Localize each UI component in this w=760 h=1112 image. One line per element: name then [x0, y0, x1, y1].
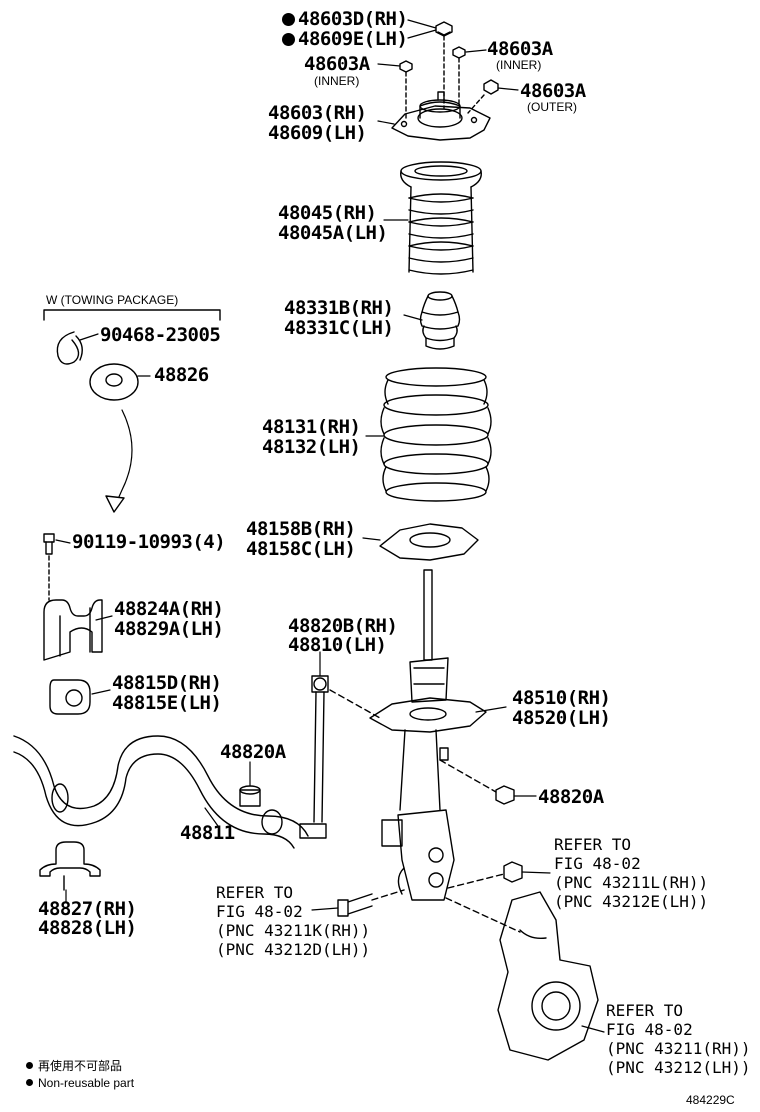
label-48820B: 48820B(RH) — [288, 615, 398, 637]
legend-cn-text: 再使用不可部品 — [38, 1059, 123, 1073]
label-48158C: 48158C(LH) — [246, 538, 356, 560]
label-towing-package: W (TOWING PACKAGE) — [46, 293, 179, 307]
refer-3-line-4: (PNC 43212(LH)) — [606, 1058, 751, 1077]
bracket-48824A — [43, 599, 103, 661]
stabilizer-link-48820B — [299, 675, 381, 839]
label-48045: 48045(RH) — [278, 202, 377, 224]
coil-spring-48131 — [380, 367, 492, 502]
bushing-48815D — [49, 679, 91, 715]
refer-3-line-2: FIG 48-02 — [606, 1020, 693, 1039]
label-48045A: 48045A(LH) — [278, 222, 388, 244]
label-48603: 48603(RH) — [268, 102, 367, 124]
label-48829A: 48829A(LH) — [114, 618, 224, 640]
legend-dot-icon — [26, 1062, 33, 1069]
label-48820A-right: 48820A — [538, 786, 604, 808]
label-48131: 48131(RH) — [262, 416, 361, 438]
label-48520: 48520(LH) — [512, 707, 611, 729]
label-48331C: 48331C(LH) — [284, 317, 394, 339]
label-48603A-inner-left: 48603A — [304, 53, 370, 75]
label-48132: 48132(LH) — [262, 436, 361, 458]
dust-boot-48045 — [400, 161, 482, 275]
shock-absorber-48510 — [369, 569, 487, 901]
refer-2-line-3: (PNC 43211K(RH)) — [216, 921, 371, 940]
refer-1-line-2: FIG 48-02 — [554, 854, 641, 873]
label-48820A-left: 48820A — [220, 741, 286, 763]
strut-mount-48603 — [391, 91, 491, 141]
nut-48603A-inner-right — [452, 46, 466, 105]
label-48815D: 48815D(RH) — [112, 672, 222, 694]
figure-id: 484229C — [686, 1093, 735, 1107]
refer-2-line-4: (PNC 43212D(LH)) — [216, 940, 371, 959]
refer-1-line-3: (PNC 43211L(RH)) — [554, 873, 709, 892]
label-48603D-text: 48603D(RH) — [298, 8, 408, 30]
refer-1-line-1: REFER TO — [554, 835, 632, 854]
refer-1-line-4: (PNC 43212E(LH)) — [554, 892, 709, 911]
label-90468: 90468-23005 — [100, 324, 221, 346]
non-reusable-dot-icon — [282, 13, 295, 26]
bracket-48827 — [39, 841, 101, 891]
label-48609E: 48609E(LH) — [282, 28, 408, 50]
legend-en-text: Non-reusable part — [38, 1076, 135, 1090]
label-48158B: 48158B(RH) — [246, 518, 356, 540]
label-48331B: 48331B(RH) — [284, 297, 394, 319]
label-48828: 48828(LH) — [38, 917, 137, 939]
legend-dot-icon — [26, 1079, 33, 1086]
knuckle-bolt — [337, 889, 405, 917]
towing-package-bracket — [43, 309, 221, 513]
knuckle-nut — [447, 861, 523, 889]
spring-insulator-48158 — [379, 523, 479, 561]
label-48824A: 48824A(RH) — [114, 598, 224, 620]
bolt-90119 — [43, 533, 55, 601]
label-inner-right: (INNER) — [496, 58, 542, 72]
refer-2-line-2: FIG 48-02 — [216, 902, 303, 921]
bushing-48820A-left — [239, 785, 261, 807]
non-reusable-dot-icon — [282, 33, 295, 46]
leader-lines — [55, 19, 605, 1033]
nut-48820A-right — [439, 759, 515, 805]
refer-2-line-1: REFER TO — [216, 883, 294, 902]
legend-line-cn: 再使用不可部品 — [26, 1059, 122, 1073]
stabilizer-bar-48811 — [13, 735, 309, 849]
label-90119: 90119-10993(4) — [72, 531, 226, 553]
label-48827: 48827(RH) — [38, 898, 137, 920]
steering-knuckle — [445, 891, 599, 1061]
label-48810: 48810(LH) — [288, 634, 387, 656]
legend-line-en: Non-reusable part — [26, 1076, 134, 1090]
label-48603D: 48603D(RH) — [282, 8, 408, 30]
label-48609: 48609(LH) — [268, 122, 367, 144]
label-outer: (OUTER) — [527, 100, 577, 114]
label-inner-left: (INNER) — [314, 74, 360, 88]
refer-3-line-3: (PNC 43211(RH)) — [606, 1039, 751, 1058]
label-48603A-inner-right: 48603A — [487, 38, 553, 60]
label-48603A-outer: 48603A — [520, 80, 586, 102]
label-48815E: 48815E(LH) — [112, 692, 222, 714]
label-48510: 48510(RH) — [512, 687, 611, 709]
label-48609E-text: 48609E(LH) — [298, 28, 408, 50]
refer-3-line-1: REFER TO — [606, 1001, 684, 1020]
nut-48603A-inner-left — [399, 60, 413, 119]
nut-48603A-outer — [467, 79, 499, 114]
bump-stopper-48331 — [419, 291, 461, 350]
label-48811: 48811 — [180, 822, 235, 844]
label-48826: 48826 — [154, 364, 209, 386]
